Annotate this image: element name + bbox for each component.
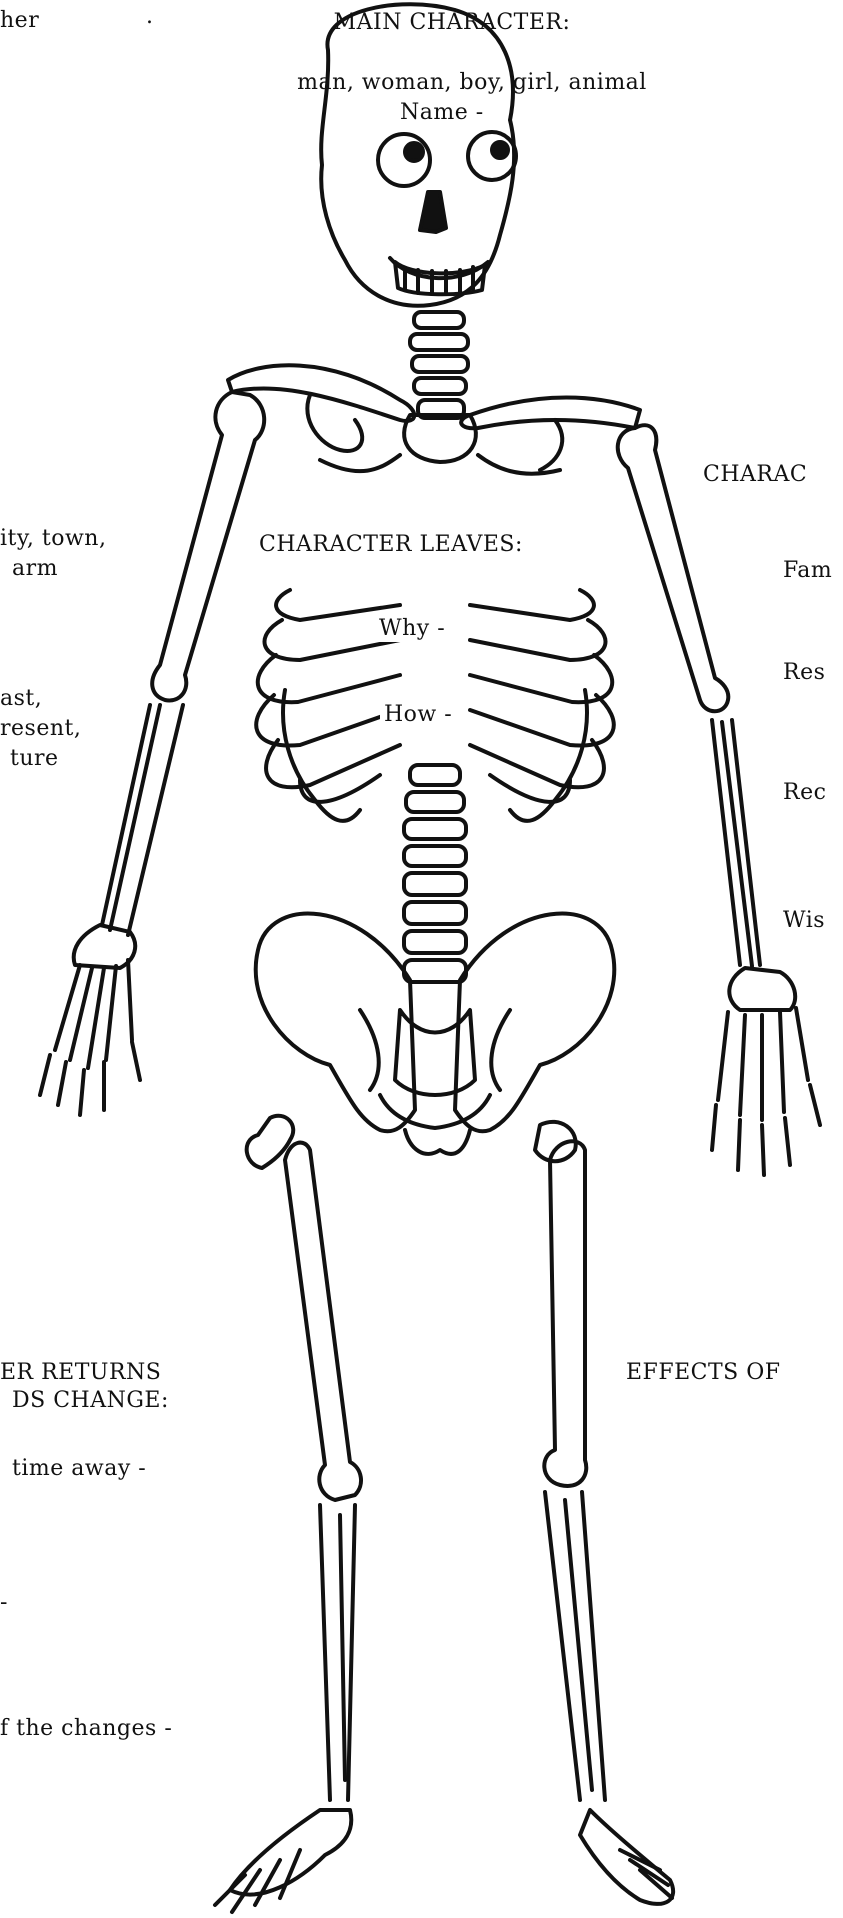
right-fragment-title: CHARAC [703, 462, 807, 488]
main-character-name-label: Name - [400, 100, 484, 126]
left-leg [215, 1116, 361, 1912]
returns-title-line2: DS CHANGE: [12, 1388, 169, 1414]
main-character-options: man, woman, boy, girl, animal [212, 70, 732, 96]
returns-item-time-away: time away - [12, 1456, 146, 1482]
spine [404, 765, 466, 982]
skull [321, 4, 516, 305]
setting-place-line2: arm [12, 556, 58, 582]
decorative-dot: . [146, 4, 154, 30]
main-character-title: MAIN CHARACTER: [292, 10, 612, 36]
character-leaves-why-label: Why - [375, 616, 449, 642]
right-fragment-item-rec: Rec [783, 780, 826, 806]
returns-item-changes: f the changes - [0, 1716, 172, 1742]
neck [410, 312, 468, 418]
returns-item-blank: - [0, 1590, 8, 1616]
effects-fragment-title: EFFECTS OF [626, 1360, 781, 1386]
pelvis [256, 914, 615, 1154]
setting-time-line1: ast, [0, 686, 42, 712]
right-fragment-item-wis: Wis [783, 908, 825, 934]
returns-title-line1: ER RETURNS [0, 1360, 161, 1386]
right-fragment-item-fam: Fam [783, 558, 832, 584]
character-leaves-title: CHARACTER LEAVES: [255, 532, 527, 558]
character-leaves-how-label: How - [380, 702, 456, 728]
setting-place-line1: ity, town, [0, 526, 106, 552]
setting-time-line2: resent, [0, 716, 81, 742]
setting-time-line3: ture [10, 746, 59, 772]
right-fragment-item-res: Res [783, 660, 825, 686]
top-left-fragment: her [0, 8, 39, 34]
right-leg [535, 1122, 673, 1904]
left-arm [40, 392, 264, 1115]
